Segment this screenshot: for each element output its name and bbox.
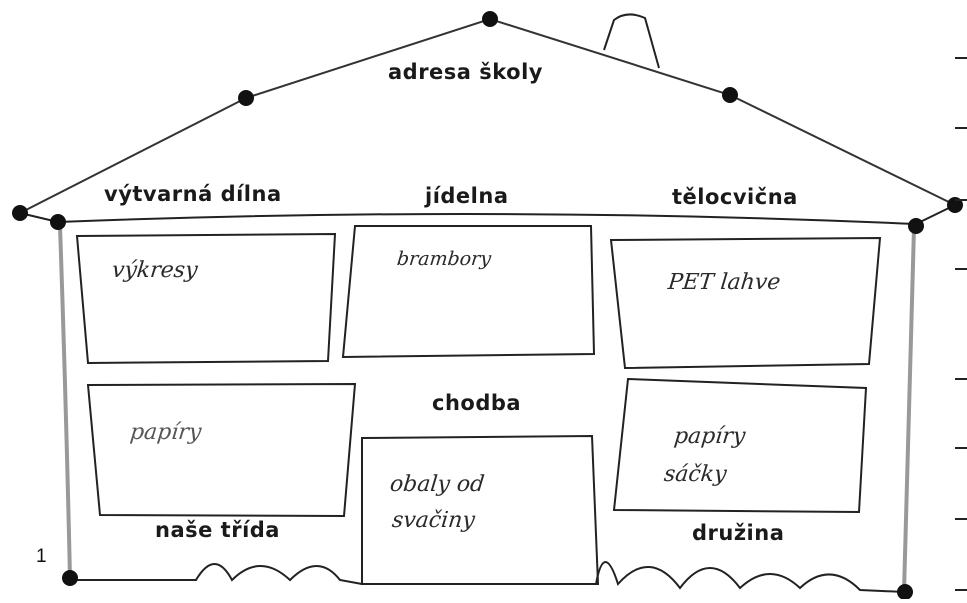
margin-dashes [955,57,967,591]
answer-druzina-line2: sáčky [662,462,728,487]
door-chodba [361,434,600,585]
answer-telocvicna: PET lahve [666,270,782,295]
answer-chodba-line2: svačiny [390,508,477,533]
room-label-trida: naše třída [155,518,280,542]
room-label-telocvicna: tělocvična [672,185,798,209]
corner-dots [12,11,963,600]
left-wall [58,225,72,579]
chimney [603,13,660,69]
window-druzina [612,377,868,514]
answer-vytvarna: výkresy [110,258,199,283]
window-jidelna [341,225,596,359]
window-vytvarna [75,232,337,365]
room-label-druzina: družina [692,521,785,545]
roof-label: adresa školy [388,60,543,84]
answer-jidelna: brambory [395,248,493,270]
window-trida [86,382,357,518]
room-label-vytvarna: výtvarná dílna [104,182,282,206]
room-label-jidelna: jídelna [425,184,509,208]
answer-trida: papíry [128,420,203,445]
right-wall [902,227,916,593]
page-number: 1 [36,546,47,567]
answer-druzina: papíry [672,424,747,449]
ground-grass [70,561,906,593]
answer-druzina-line1: papíry [673,424,747,449]
window-telocvicna [609,236,882,370]
hallway-label: chodba [432,391,522,415]
answer-chodba-line1: obaly od [388,472,486,497]
